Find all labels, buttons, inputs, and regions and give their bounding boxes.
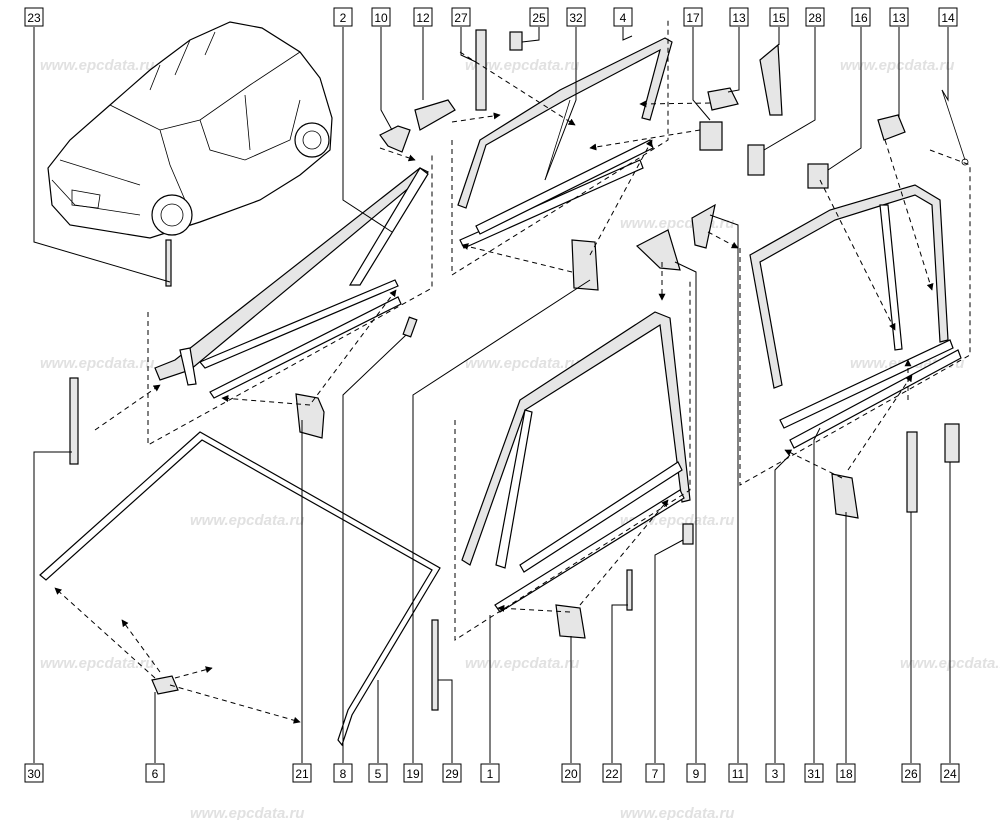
front-windscreen-parts xyxy=(39,99,456,747)
svg-text:5: 5 xyxy=(375,767,382,781)
watermark: www.epcdata.ru xyxy=(40,355,154,372)
callout-label: 23 xyxy=(24,7,44,27)
callout-label: 30 xyxy=(24,763,44,783)
callout-label: 13 xyxy=(729,7,749,27)
svg-text:31: 31 xyxy=(807,767,821,781)
callout-label: 29 xyxy=(442,763,462,783)
svg-text:15: 15 xyxy=(772,11,786,25)
callout-label: 31 xyxy=(804,763,824,783)
svg-text:26: 26 xyxy=(904,767,918,781)
dashed-arrows xyxy=(54,51,934,724)
svg-text:22: 22 xyxy=(605,767,619,781)
svg-text:14: 14 xyxy=(941,11,955,25)
svg-text:12: 12 xyxy=(416,11,430,25)
svg-text:19: 19 xyxy=(406,767,420,781)
svg-text:6: 6 xyxy=(152,767,159,781)
svg-text:2: 2 xyxy=(340,11,347,25)
callout-label: 16 xyxy=(851,7,871,27)
watermark: www.epcdata.ru xyxy=(465,355,579,372)
svg-text:20: 20 xyxy=(564,767,578,781)
callout-label: 9 xyxy=(686,763,706,783)
watermark: www.epcdata.ru xyxy=(190,512,304,529)
svg-text:27: 27 xyxy=(454,11,468,25)
callout-label: 13 xyxy=(889,7,909,27)
watermark: www.epcdata.ru xyxy=(190,805,304,820)
callout-label: 5 xyxy=(368,763,388,783)
callout-label: 20 xyxy=(561,763,581,783)
callout-label: 1 xyxy=(480,763,500,783)
svg-text:3: 3 xyxy=(772,767,779,781)
svg-text:16: 16 xyxy=(854,11,868,25)
svg-text:7: 7 xyxy=(652,767,659,781)
svg-text:4: 4 xyxy=(620,11,627,25)
top-callouts: 23 2 10 12 27 25 32 4 17 13 15 28 16 13 … xyxy=(24,7,958,27)
callout-label: 22 xyxy=(602,763,622,783)
svg-text:10: 10 xyxy=(374,11,388,25)
callout-label: 32 xyxy=(566,7,586,27)
callout-label: 8 xyxy=(333,763,353,783)
callout-label: 11 xyxy=(728,763,748,783)
svg-text:1: 1 xyxy=(487,767,494,781)
callout-label: 17 xyxy=(683,7,703,27)
callout-label: 26 xyxy=(901,763,921,783)
watermark: www.epcdata.ru xyxy=(840,57,954,74)
callout-label: 15 xyxy=(769,7,789,27)
svg-text:29: 29 xyxy=(445,767,459,781)
svg-text:9: 9 xyxy=(693,767,700,781)
callout-label: 6 xyxy=(145,763,165,783)
svg-text:21: 21 xyxy=(295,767,309,781)
svg-text:30: 30 xyxy=(27,767,41,781)
watermark: www.epcdata.ru xyxy=(40,57,154,74)
callout-label: 7 xyxy=(645,763,665,783)
callout-label: 10 xyxy=(371,7,391,27)
svg-text:8: 8 xyxy=(340,767,347,781)
watermark: www.epcdata.ru xyxy=(620,805,734,820)
callout-label: 18 xyxy=(836,763,856,783)
callout-label: 2 xyxy=(333,7,353,27)
svg-text:11: 11 xyxy=(732,767,745,781)
callout-label: 4 xyxy=(613,7,633,27)
callout-label: 28 xyxy=(805,7,825,27)
front-door-parts xyxy=(431,203,716,711)
callout-label: 21 xyxy=(292,763,312,783)
svg-text:13: 13 xyxy=(732,11,746,25)
svg-text:24: 24 xyxy=(943,767,957,781)
dashed-group-outlines xyxy=(147,18,971,641)
svg-text:23: 23 xyxy=(27,11,41,25)
leader-lines xyxy=(33,27,951,763)
callout-label: 19 xyxy=(403,763,423,783)
callout-label: 24 xyxy=(940,763,960,783)
watermark: www.epcdata.ru xyxy=(465,57,579,74)
callout-label: 12 xyxy=(413,7,433,27)
svg-text:28: 28 xyxy=(808,11,822,25)
svg-text:25: 25 xyxy=(532,11,546,25)
callout-label: 25 xyxy=(529,7,549,27)
svg-text:17: 17 xyxy=(686,11,700,25)
car-illustration xyxy=(47,21,333,239)
bottom-callouts: 30 6 21 8 5 19 29 1 20 22 7 9 11 3 31 18… xyxy=(24,763,960,783)
callout-label: 14 xyxy=(938,7,958,27)
watermark: www.epcdata.ru xyxy=(40,655,154,672)
watermark: www.epcdata.ru xyxy=(465,655,579,672)
svg-text:32: 32 xyxy=(569,11,583,25)
svg-text:18: 18 xyxy=(839,767,853,781)
rear-door-parts xyxy=(749,184,962,519)
svg-text:13: 13 xyxy=(892,11,906,25)
callout-label: 27 xyxy=(451,7,471,27)
rear-quarter-parts xyxy=(457,29,969,249)
callout-label: 3 xyxy=(765,763,785,783)
